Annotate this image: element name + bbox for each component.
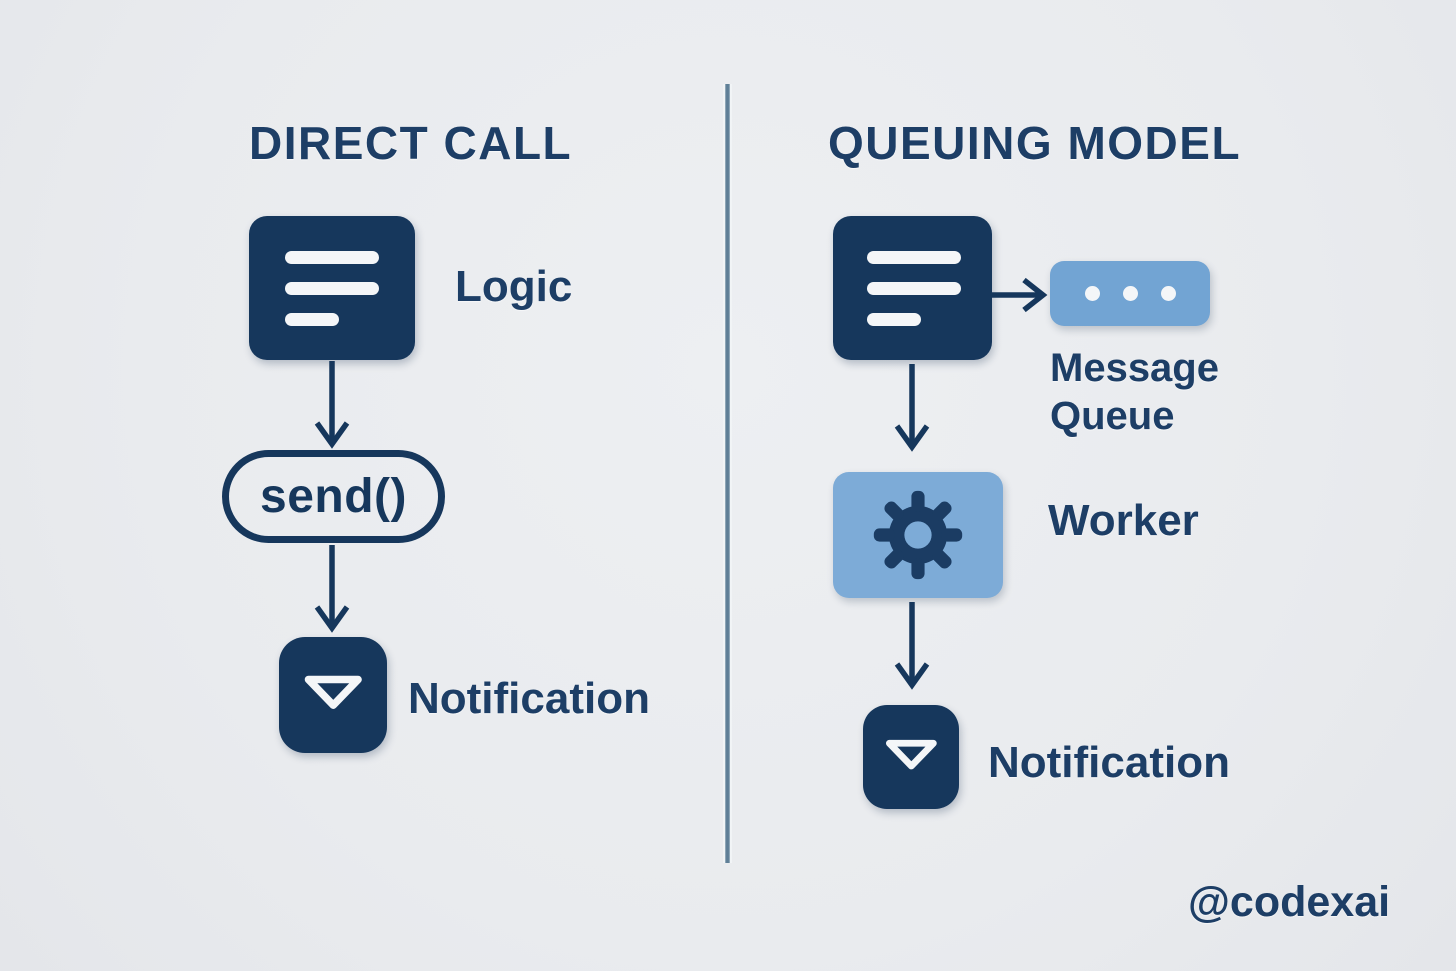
left-panel-title: DIRECT CALL	[249, 117, 573, 169]
worker-label: Worker	[1048, 496, 1199, 545]
arrow-down-icon	[890, 602, 934, 690]
left-notification-label: Notification	[408, 674, 650, 723]
envelope-icon	[885, 740, 937, 770]
left-logic-label: Logic	[455, 262, 573, 311]
right-notification-label: Notification	[988, 738, 1230, 787]
envelope-icon	[304, 676, 362, 710]
ellipsis-icon	[1084, 286, 1176, 301]
right-panel-title: QUEUING MODEL	[828, 117, 1242, 169]
arrow-down-icon	[310, 361, 354, 449]
send-node: send()	[222, 450, 445, 543]
arrow-down-icon	[310, 545, 354, 633]
message-queue-label: Message Queue	[1050, 346, 1219, 438]
left-notification-node	[279, 637, 387, 753]
gear-icon	[873, 490, 963, 580]
left-logic-node	[249, 216, 415, 360]
watermark: @codexai	[1188, 878, 1391, 926]
text-lines-icon	[833, 250, 992, 326]
right-logic-node	[833, 216, 992, 360]
send-label: send()	[260, 470, 407, 523]
text-lines-icon	[249, 250, 415, 326]
arrow-right-icon	[992, 275, 1050, 315]
panel-divider	[723, 84, 732, 863]
arrow-down-icon	[890, 364, 934, 452]
right-notification-node	[863, 705, 959, 809]
message-queue-node	[1050, 261, 1210, 326]
worker-node	[833, 472, 1003, 598]
